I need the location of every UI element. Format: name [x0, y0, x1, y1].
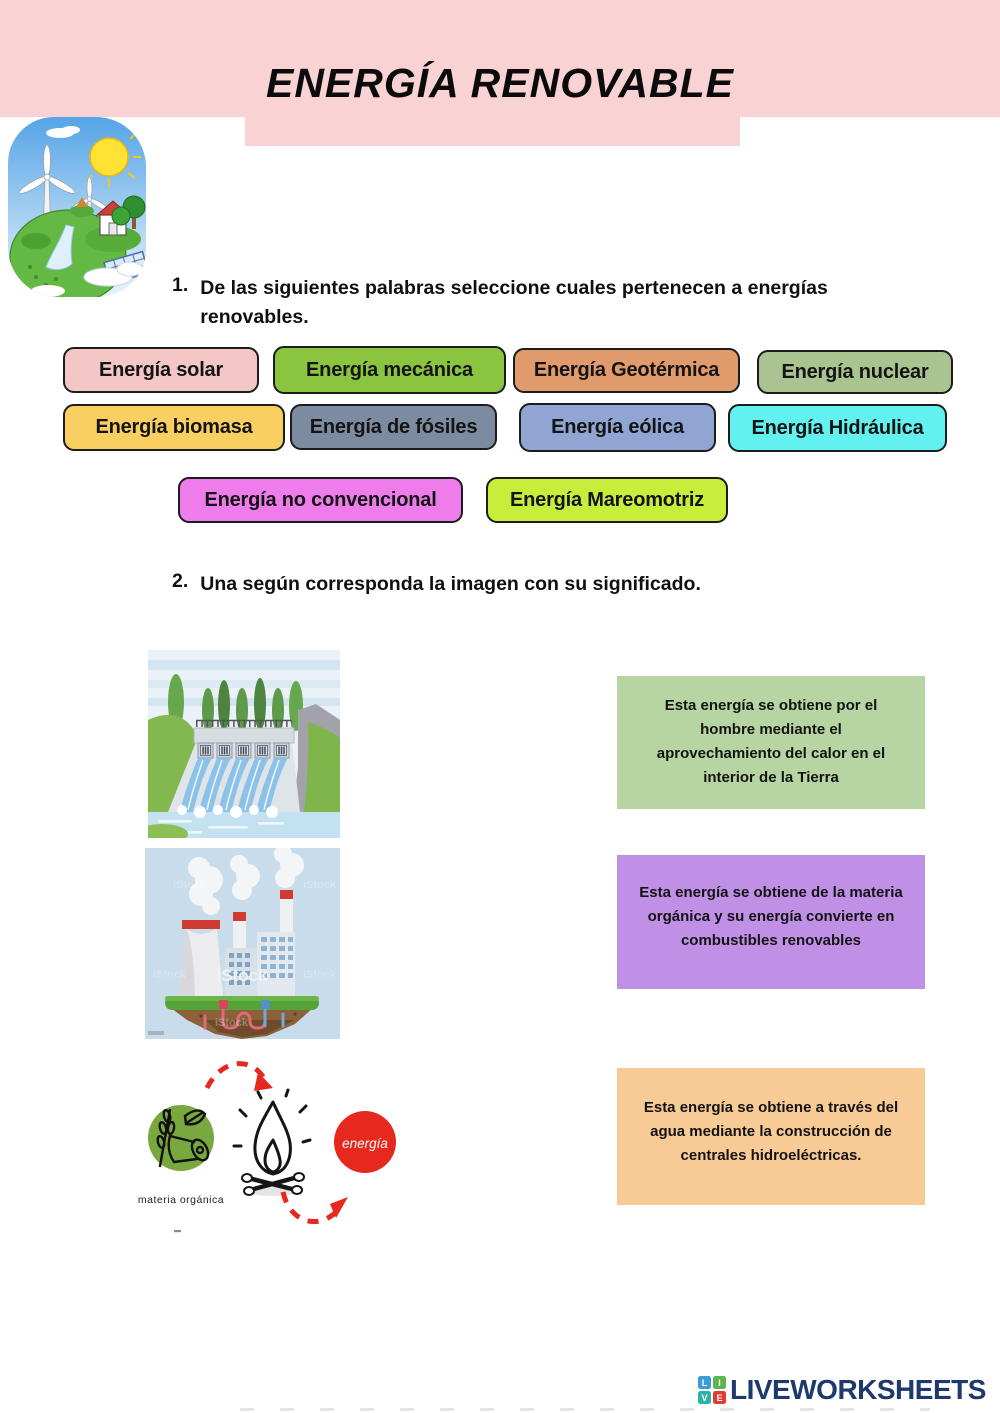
cloud-icon: [46, 126, 80, 138]
liveworksheets-brand-text: LIVEWORKSHEETS: [730, 1374, 986, 1405]
energy-label: energía: [342, 1136, 388, 1151]
eco-planet-drawing: [8, 117, 146, 297]
question-2-text: Una según corresponda la imagen con su s…: [200, 573, 701, 595]
word-chip-energia-eolica[interactable]: Energía eólica: [519, 403, 716, 452]
definition-box-geothermal[interactable]: Esta energía se obtiene por el hombre me…: [617, 676, 925, 809]
definition-box-hydro[interactable]: Esta energía se obtiene a través del agu…: [617, 1068, 925, 1205]
campfire-icon: [232, 1088, 312, 1196]
question-1-number: 1.: [172, 274, 189, 296]
eco-planet-illustration: [8, 117, 146, 297]
word-chip-energia-hidraulica[interactable]: Energía Hidráulica: [728, 404, 947, 452]
word-chip-energia-no-convencional[interactable]: Energía no convencional: [178, 477, 463, 523]
geothermal-plant-image[interactable]: iStock iStock iStock iStock iStock iStoc…: [145, 845, 340, 1039]
question-2-number: 2.: [172, 570, 189, 592]
istock-watermarks: iStock iStock iStock iStock iStock iStoc…: [153, 879, 337, 1029]
dam-gates: [197, 742, 290, 759]
question-2: 2. Una según corresponda la imagen con s…: [172, 570, 860, 599]
waterfalls: [180, 758, 288, 812]
header-band-extension: [245, 117, 740, 146]
geothermal-pipes: [203, 1000, 285, 1030]
svg-text:iStock: iStock: [216, 966, 268, 985]
word-chip-energia-biomasa[interactable]: Energía biomasa: [63, 404, 285, 451]
svg-text:iStock: iStock: [153, 969, 187, 981]
word-chip-energia-nuclear[interactable]: Energía nuclear: [757, 350, 953, 394]
watermark-code-artifact: [148, 1031, 164, 1035]
stray-mark: [174, 1230, 181, 1233]
svg-text:iStock: iStock: [215, 1017, 249, 1029]
process-arrows: [204, 1061, 348, 1225]
biomass-energy-diagram[interactable]: materia orgánica: [130, 1050, 420, 1250]
liveworksheets-footer: L I V E LIVEWORKSHEETS: [698, 1371, 986, 1409]
word-chip-energia-solar[interactable]: Energía solar: [63, 347, 259, 393]
factory-buildings: [225, 890, 295, 998]
page-title: ENERGÍA RENOVABLE: [265, 60, 735, 106]
svg-text:iStock: iStock: [303, 879, 337, 891]
dam-drawing: [136, 650, 340, 844]
right-hill: [300, 722, 340, 838]
logo-square-l: L: [698, 1376, 711, 1389]
cutoff-next-line-artifact: [240, 1408, 930, 1411]
organic-matter-label: materia orgánica: [138, 1194, 224, 1206]
organic-matter-icon: [148, 1105, 214, 1171]
floating-island: [165, 996, 319, 1039]
word-chip-energia-mareomotriz[interactable]: Energía Mareomotriz: [486, 477, 728, 523]
hydroelectric-dam-image[interactable]: [136, 650, 340, 844]
header-band: [0, 0, 1000, 117]
wind-turbine-icon: [18, 144, 76, 236]
smoke-clouds: [188, 845, 304, 915]
biomass-drawing: materia orgánica: [138, 1061, 396, 1233]
svg-text:iStock: iStock: [303, 969, 337, 981]
logo-square-v: V: [698, 1391, 711, 1404]
logo-square-i: I: [713, 1376, 726, 1389]
word-chip-energia-mecanica[interactable]: Energía mecánica: [273, 346, 506, 394]
cooling-tower-icon: [179, 920, 223, 996]
question-1-text: De las siguientes palabras seleccione cu…: [200, 277, 828, 329]
liveworksheets-logo-icon: L I V E: [698, 1376, 726, 1404]
svg-text:iStock: iStock: [173, 879, 207, 891]
definition-box-biomass[interactable]: Esta energía se obtiene de la materia or…: [617, 855, 925, 989]
tree-icon: [70, 195, 146, 229]
plant-drawing: iStock iStock iStock iStock iStock iStoc…: [145, 845, 340, 1039]
energy-circle-icon: energía: [334, 1111, 396, 1173]
logo-square-e: E: [713, 1391, 726, 1404]
word-chip-energia-de-fosiles[interactable]: Energía de fósiles: [290, 404, 497, 450]
question-1: 1. De las siguientes palabras seleccione…: [172, 274, 860, 333]
word-chip-energia-geotermica[interactable]: Energía Geotérmica: [513, 348, 740, 393]
